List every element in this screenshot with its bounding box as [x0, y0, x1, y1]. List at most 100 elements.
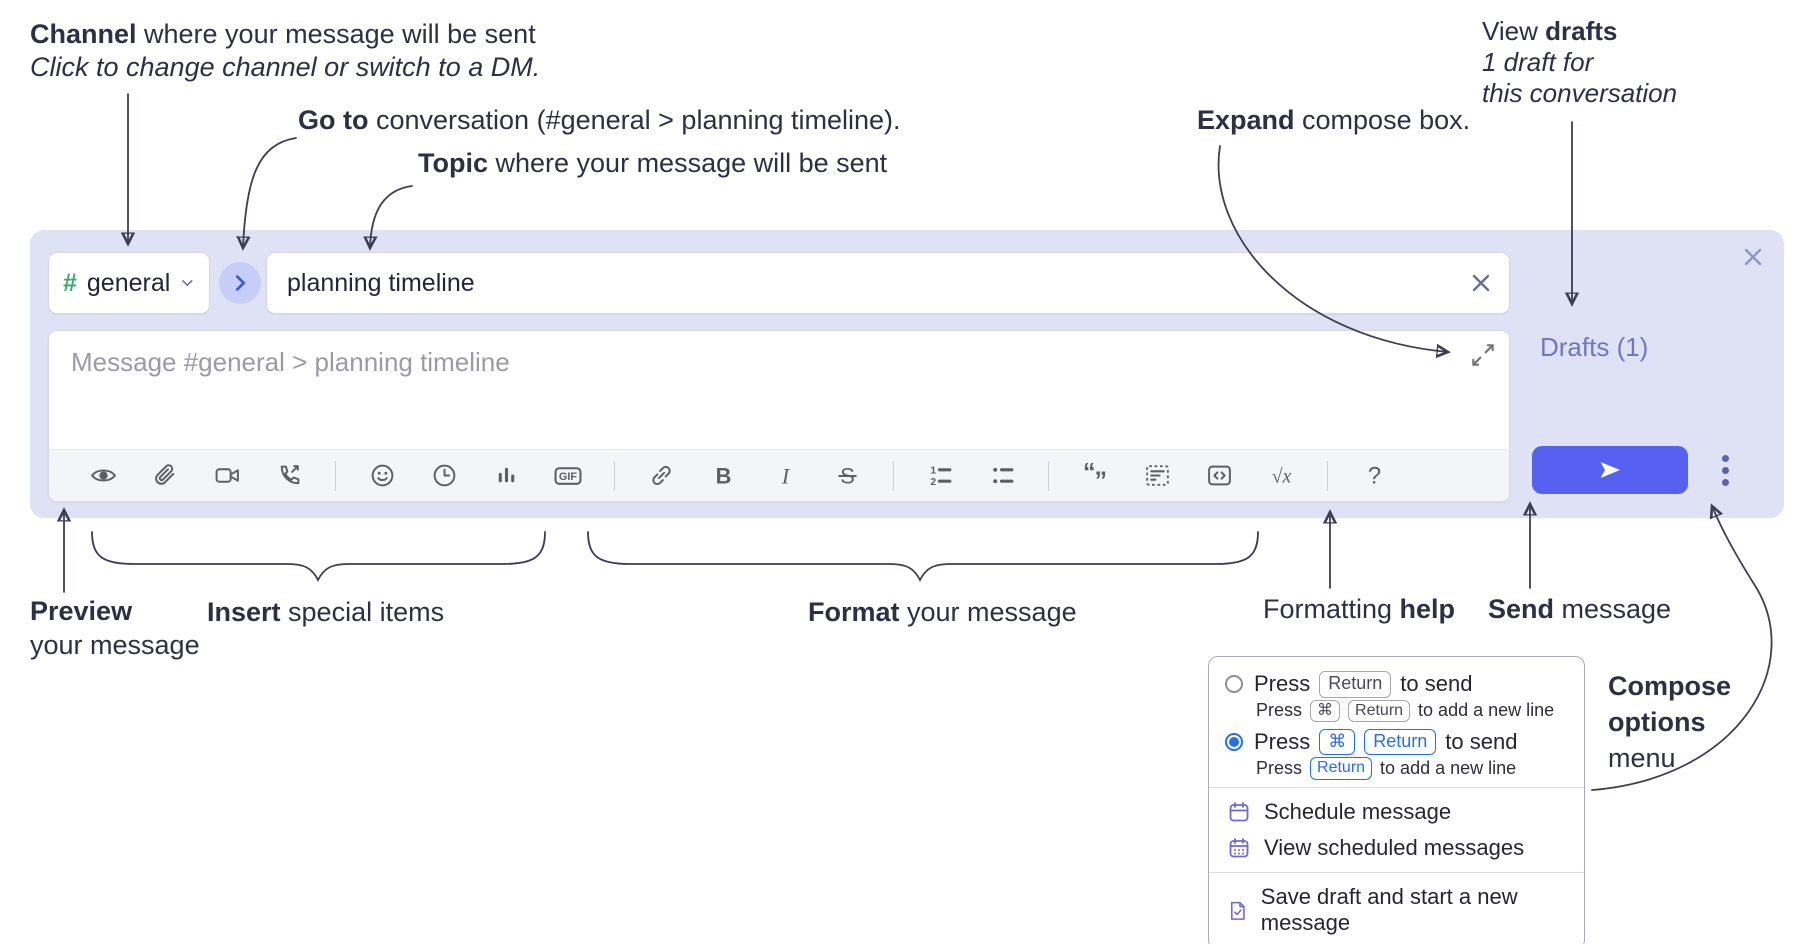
bold-button[interactable]: B: [699, 456, 747, 496]
formatting-toolbar: GIF B I: [49, 449, 1509, 501]
inline-code-icon: [1207, 465, 1231, 486]
svg-text:”: ”: [1094, 467, 1106, 489]
channel-hash-icon: #: [63, 268, 77, 297]
popup-divider: [1209, 786, 1584, 788]
channel-annotation-line2: Click to change channel or switch to a D…: [30, 52, 541, 82]
channel-selector[interactable]: # general: [48, 252, 210, 314]
radio-selected[interactable]: [1225, 733, 1243, 752]
formula-button[interactable]: √x: [1257, 456, 1305, 496]
goto-conversation-button[interactable]: [219, 262, 261, 304]
italic-button[interactable]: I: [761, 456, 809, 496]
gif-button[interactable]: GIF: [544, 456, 592, 496]
formatting-help-button[interactable]: ?: [1350, 456, 1398, 496]
message-input[interactable]: Message #general > planning timeline: [71, 347, 510, 377]
channel-annotation: Channel where your message will be sent …: [30, 18, 540, 84]
message-box[interactable]: Message #general > planning timeline: [48, 330, 1510, 502]
video-button[interactable]: [203, 456, 251, 496]
code-block-button[interactable]: [1133, 456, 1181, 496]
clock-icon: [433, 464, 455, 487]
close-icon[interactable]: [1738, 242, 1768, 272]
dot: [1721, 478, 1729, 486]
send-icon: [1600, 462, 1620, 478]
view-drafts-line3: this conversation: [1482, 78, 1678, 108]
cmd-key: ⌘: [1319, 728, 1356, 756]
calendar-icon: [1229, 801, 1249, 821]
send-annotation: Send message: [1488, 594, 1672, 624]
emoji-button[interactable]: [358, 456, 406, 496]
return-key: Return: [1364, 728, 1437, 756]
ordered-list-button[interactable]: 1 2: [916, 456, 964, 496]
svg-text:GIF: GIF: [559, 471, 577, 483]
strikethrough-button[interactable]: S: [823, 456, 871, 496]
return-key: Return: [1319, 671, 1392, 698]
clear-topic-icon[interactable]: [1469, 271, 1493, 295]
calendar-grid-icon: [1229, 837, 1249, 857]
save-draft-icon: [1230, 901, 1245, 920]
phone-call-icon: [280, 465, 299, 485]
gif-icon: GIF: [554, 467, 582, 485]
dot: [1721, 466, 1729, 474]
toolbar-divider: [1327, 460, 1328, 491]
option-cmd-return-to-send[interactable]: Press ⌘ Return to send: [1225, 728, 1568, 756]
format-annotation: Format your message: [808, 597, 1077, 627]
call-button[interactable]: [265, 456, 313, 496]
link-button[interactable]: [637, 456, 685, 496]
formatting-help-annotation: Formatting help: [1263, 594, 1456, 624]
toolbar-divider: [1048, 460, 1049, 491]
channel-annotation-line1: Channel where your message will be sent: [30, 19, 536, 49]
blockquote-button[interactable]: “ ”: [1071, 456, 1119, 496]
bulleted-list-icon: [992, 467, 1013, 484]
paperclip-icon: [154, 464, 174, 485]
svg-text:“: “: [1083, 462, 1095, 487]
dot: [1721, 454, 1729, 462]
toolbar-divider: [614, 460, 615, 491]
bold-icon: B: [715, 463, 731, 488]
compose-options-annotation: Compose options menu: [1608, 671, 1732, 773]
view-drafts-line2: 1 draft for: [1482, 47, 1594, 77]
insert-annotation: Insert special items: [207, 597, 445, 627]
svg-text:1: 1: [930, 465, 936, 476]
menu-item-schedule-message[interactable]: Schedule message: [1225, 794, 1568, 830]
goto-annotation: Go to conversation (#general > planning …: [298, 105, 901, 135]
toolbar-divider: [335, 460, 336, 491]
insert-brace: [91, 531, 546, 583]
expand-icon[interactable]: [1469, 341, 1497, 369]
bar-chart-icon: [498, 467, 514, 483]
menu-item-view-scheduled[interactable]: View scheduled messages: [1225, 830, 1568, 866]
menu-item-save-draft[interactable]: Save draft and start a new message: [1225, 879, 1568, 941]
return-key: Return: [1348, 699, 1411, 722]
topic-annotation: Topic where your message will be sent: [418, 148, 888, 178]
inline-code-button[interactable]: [1195, 456, 1243, 496]
schedule-button[interactable]: [420, 456, 468, 496]
chevron-right-icon: [235, 275, 246, 291]
radio-unselected[interactable]: [1225, 675, 1243, 694]
drafts-link[interactable]: Drafts (1): [1540, 332, 1649, 362]
cmd-key: ⌘: [1310, 699, 1341, 722]
option-cmd-return-text: Press ⌘ Return to send: [1254, 728, 1518, 756]
send-button[interactable]: [1532, 446, 1688, 494]
chevron-down-icon: [182, 279, 193, 287]
view-drafts-annotation: View drafts 1 draft for this conversatio…: [1482, 16, 1677, 109]
toolbar-divider: [893, 460, 894, 491]
preview-button[interactable]: [79, 456, 127, 496]
blockquote-icon: “ ”: [1083, 462, 1107, 489]
attach-button[interactable]: [141, 456, 189, 496]
topic-input[interactable]: planning timeline: [266, 252, 1510, 314]
svg-text:√x: √x: [1271, 465, 1291, 487]
ordered-list-icon: 1 2: [930, 465, 951, 488]
channel-name: general: [86, 268, 171, 297]
option-return-to-send[interactable]: Press Return to send: [1225, 671, 1568, 698]
svg-text:2: 2: [930, 477, 936, 488]
poll-button[interactable]: [482, 456, 530, 496]
strikethrough-icon: S: [837, 463, 857, 488]
topic-value: planning timeline: [287, 268, 475, 297]
option-return-subtext: Press ⌘ Return to add a new line: [1256, 699, 1555, 722]
format-brace: [587, 531, 1259, 583]
option-return-text: Press Return to send: [1254, 671, 1473, 698]
video-camera-icon: [215, 468, 239, 483]
bulleted-list-button[interactable]: [978, 456, 1026, 496]
compose-options-button[interactable]: [1707, 446, 1743, 494]
popup-divider: [1209, 871, 1584, 873]
italic-icon: I: [780, 464, 790, 488]
